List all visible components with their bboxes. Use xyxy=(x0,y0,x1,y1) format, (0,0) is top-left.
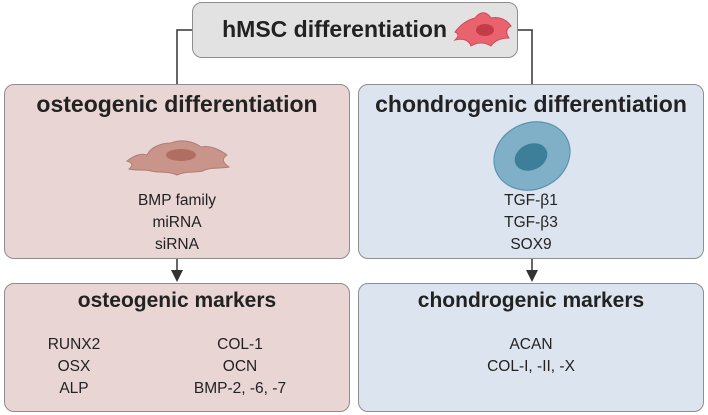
root-box: hMSC differentiation xyxy=(192,2,518,58)
chondrogenic-markers-title: chondrogenic markers xyxy=(417,289,645,312)
connector-root-to-chondrogenic xyxy=(518,29,533,84)
chondrogenic-factor: SOX9 xyxy=(510,236,552,253)
chondrogenic-marker: ACAN xyxy=(509,336,553,353)
chondrogenic-factor: TGF-β1 xyxy=(504,192,558,209)
osteogenic-marker: OCN xyxy=(222,358,258,375)
chondrogenic-differentiation-panel: chondrogenic differentiation TGF-β1 TGF-… xyxy=(358,84,704,259)
chondrogenic-markers-list: ACAN COL-I, -II, -X xyxy=(359,334,703,378)
chondrogenic-markers-panel: chondrogenic markers ACAN COL-I, -II, -X xyxy=(358,283,704,412)
osteogenic-differentiation-title: osteogenic differentiation xyxy=(36,91,318,117)
chondrogenic-factors-list: TGF-β1 TGF-β3 SOX9 xyxy=(359,190,703,256)
chondrogenic-factor: TGF-β3 xyxy=(504,214,558,231)
chondrogenic-marker: COL-I, -II, -X xyxy=(487,358,575,375)
osteogenic-marker: RUNX2 xyxy=(47,336,101,353)
osteogenic-differentiation-panel: osteogenic differentiation BMP family mi… xyxy=(4,84,350,259)
osteogenic-factors-list: BMP family miRNA siRNA xyxy=(5,190,349,256)
osteogenic-factor: miRNA xyxy=(152,214,202,231)
osteogenic-marker: BMP-2, -6, -7 xyxy=(193,380,287,397)
connector-root-to-osteogenic xyxy=(176,29,192,84)
osteogenic-markers-right-column: COL-1 OCN BMP-2, -6, -7 xyxy=(165,334,315,400)
osteogenic-marker: COL-1 xyxy=(217,336,263,353)
stem-cell-icon xyxy=(453,12,512,47)
chondrocyte-cell-icon xyxy=(493,121,571,191)
osteogenic-markers-panel: osteogenic markers RUNX2 OSX ALP COL-1 O… xyxy=(4,283,350,412)
osteogenic-marker: OSX xyxy=(57,358,91,375)
osteogenic-factor: BMP family xyxy=(137,192,217,209)
chondrogenic-differentiation-title: chondrogenic differentiation xyxy=(375,91,687,117)
osteogenic-marker: ALP xyxy=(59,380,89,397)
osteogenic-markers-left-column: RUNX2 OSX ALP xyxy=(15,334,133,400)
osteogenic-markers-title: osteogenic markers xyxy=(77,289,277,312)
osteogenic-factor: siRNA xyxy=(155,236,199,253)
root-title: hMSC differentiation xyxy=(222,16,447,42)
osteoblast-cell-icon xyxy=(125,140,231,176)
